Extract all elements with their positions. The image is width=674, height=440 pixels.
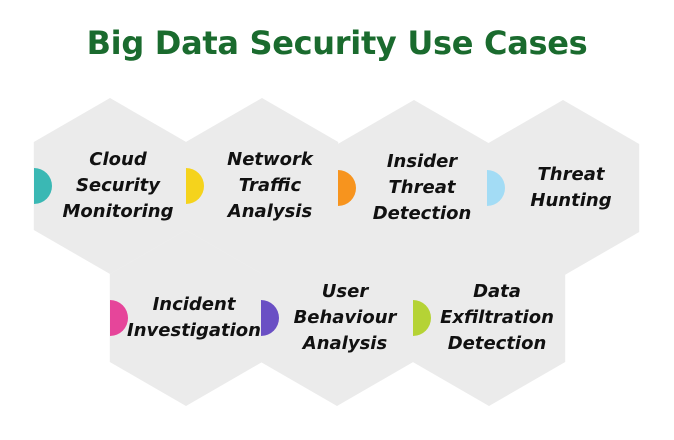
- diagram-title: Big Data Security Use Cases: [86, 24, 588, 62]
- accent-marker-network-traffic-analysis: [186, 168, 204, 204]
- accent-marker-cloud-security-monitoring: [34, 168, 52, 204]
- accent-marker-incident-investigation: [110, 300, 128, 336]
- hexagon-network-traffic-analysis: [185, 98, 339, 274]
- use-case-line: Threat: [388, 177, 456, 198]
- use-case-line: Exfiltration: [440, 307, 554, 328]
- accent-marker-insider-threat-detection: [338, 170, 356, 206]
- hexagon-incident-investigation: [109, 230, 263, 406]
- use-case-line: Hunting: [530, 190, 612, 211]
- hexagon-insider-threat-detection: [337, 100, 491, 276]
- use-case-line: Analysis: [302, 333, 388, 354]
- use-case-line: Network: [227, 149, 313, 170]
- use-case-line: Detection: [372, 203, 472, 224]
- use-case-line: User: [321, 281, 369, 302]
- use-case-line: Traffic: [238, 175, 302, 196]
- accent-marker-data-exfiltration-detection: [413, 300, 431, 336]
- hexagon-data-exfiltration-detection: [412, 230, 566, 406]
- use-case-line: Analysis: [227, 201, 313, 222]
- use-case-line: Security: [75, 175, 161, 196]
- accent-marker-threat-hunting: [487, 170, 505, 206]
- hexagon-user-behaviour-analysis: [260, 230, 414, 406]
- use-case-line: Incident: [152, 294, 236, 315]
- use-case-line: Cloud: [89, 149, 147, 170]
- hexagon-cloud-security-monitoring: [33, 98, 187, 274]
- accent-marker-user-behaviour-analysis: [261, 300, 279, 336]
- use-case-line: Detection: [447, 333, 547, 354]
- use-case-line: Behaviour: [293, 307, 397, 328]
- use-case-line: Insider: [386, 151, 458, 172]
- hexagon-threat-hunting: [486, 100, 640, 276]
- use-case-line: Monitoring: [62, 201, 174, 222]
- use-case-line: Investigation: [127, 320, 261, 341]
- use-case-line: Threat: [537, 164, 605, 185]
- use-case-line: Data: [473, 281, 521, 302]
